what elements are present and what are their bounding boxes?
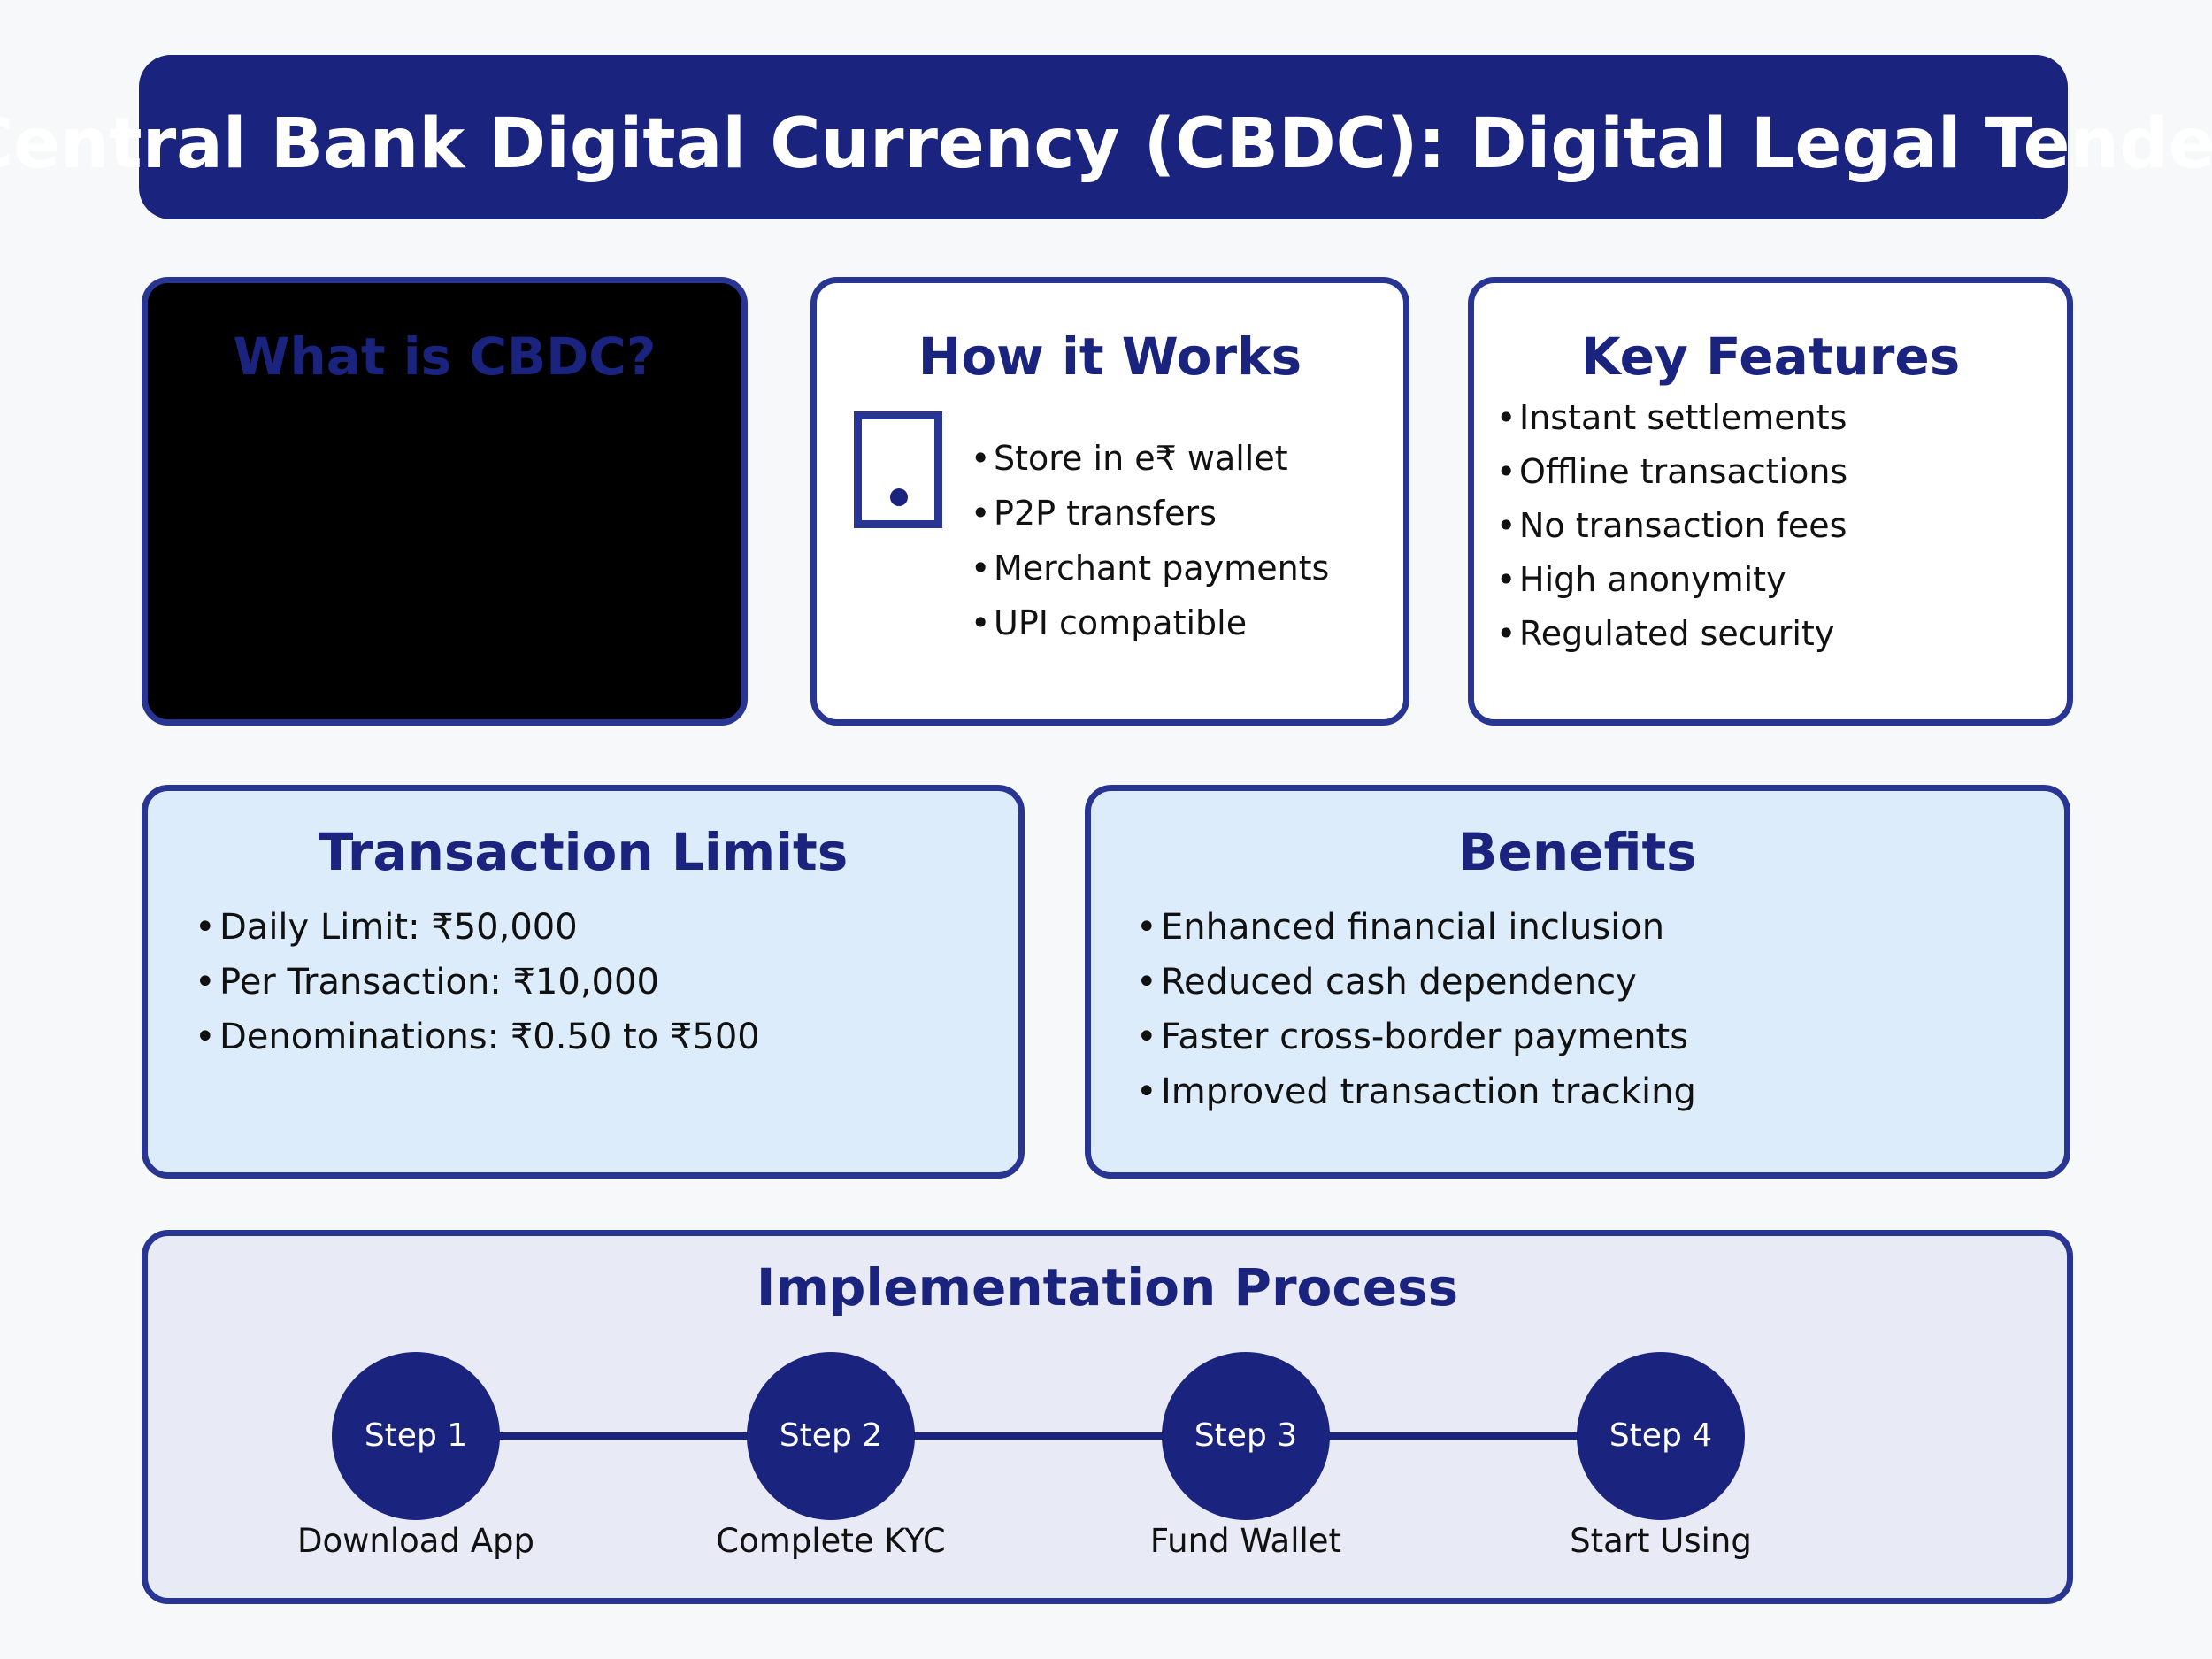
how-it-works-card: How it Works Store in e₹ wallet P2P tran… [810,277,1409,726]
bullet-item: P2P transfers [971,486,1329,541]
page-title: Central Bank Digital Currency (CBDC): Di… [0,104,2212,184]
step-caption-1: Download App [297,1522,534,1560]
implementation-process-card: Implementation Process Step 1 Step 2 Ste… [142,1230,2073,1604]
how-it-works-title: How it Works [918,326,1302,387]
step-circle-3: Step 3 [1162,1352,1330,1520]
benefits-title: Benefits [1458,822,1697,882]
bullet-item: Reduced cash dependency [1136,955,1696,1010]
transaction-limits-list: Daily Limit: ₹50,000 Per Transaction: ₹1… [195,900,760,1064]
step-circle-4: Step 4 [1577,1352,1745,1520]
transaction-limits-card: Transaction Limits Daily Limit: ₹50,000 … [142,785,1025,1179]
bullet-item: Denominations: ₹0.50 to ₹500 [195,1010,760,1064]
bullet-item: Store in e₹ wallet [971,431,1329,486]
bullet-item: Regulated security [1496,607,1847,661]
step-circle-2: Step 2 [747,1352,915,1520]
bullet-item: Improved transaction tracking [1136,1064,1696,1119]
title-banner [139,55,2068,219]
key-features-title: Key Features [1580,326,1961,387]
phone-home-button-dot [890,488,908,506]
implementation-process-title: Implementation Process [756,1257,1459,1317]
step-caption-3: Fund Wallet [1149,1522,1342,1560]
bullet-item: Faster cross-border payments [1136,1010,1696,1064]
step-caption-4: Start Using [1570,1522,1752,1560]
bullet-item: High anonymity [1496,553,1847,607]
bullet-item: Instant settlements [1496,391,1847,445]
what-is-cbdc-card: What is CBDC? [142,277,748,726]
bullet-item: Daily Limit: ₹50,000 [195,900,760,955]
how-it-works-list: Store in e₹ wallet P2P transfers Merchan… [971,431,1329,650]
bullet-item: Offline transactions [1496,445,1847,499]
phone-icon [854,411,942,528]
bullet-item: Enhanced financial inclusion [1136,900,1696,955]
what-is-cbdc-title: What is CBDC? [233,326,657,387]
step-caption-2: Complete KYC [716,1522,946,1560]
benefits-list: Enhanced financial inclusion Reduced cas… [1136,900,1696,1119]
transaction-limits-title: Transaction Limits [318,822,849,882]
key-features-card: Key Features Instant settlements Offline… [1468,277,2073,726]
bullet-item: No transaction fees [1496,499,1847,553]
bullet-item: Per Transaction: ₹10,000 [195,955,760,1010]
bullet-item: Merchant payments [971,541,1329,595]
key-features-list: Instant settlements Offline transactions… [1496,391,1847,661]
bullet-item: UPI compatible [971,595,1329,650]
process-connector-line [416,1432,1661,1440]
step-circle-1: Step 1 [332,1352,500,1520]
benefits-card: Benefits Enhanced financial inclusion Re… [1085,785,2070,1179]
